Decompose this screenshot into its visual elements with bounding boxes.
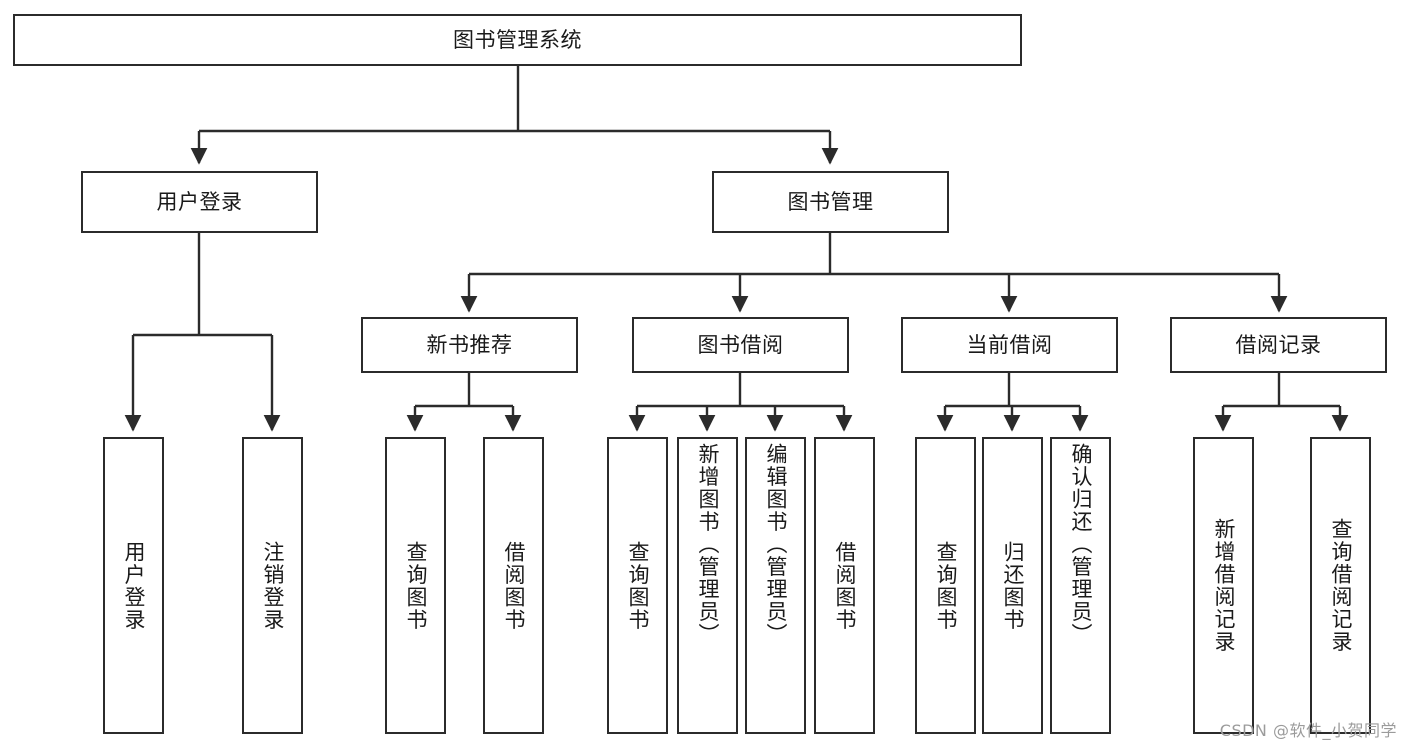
- node-label: 新增图书（管理员）: [696, 443, 720, 646]
- node-label: 图书管理: [787, 189, 874, 214]
- leaf-query-book-recommend[interactable]: 查询图书: [385, 437, 446, 734]
- leaf-edit-book-admin[interactable]: 编辑图书（管理员）: [745, 437, 806, 734]
- node-label: 查询借阅记录: [1329, 518, 1353, 653]
- leaf-query-borrow-record[interactable]: 查询借阅记录: [1310, 437, 1371, 734]
- leaf-confirm-return-admin[interactable]: 确认归还（管理员）: [1050, 437, 1111, 734]
- leaf-borrow-book-recommend[interactable]: 借阅图书: [483, 437, 544, 734]
- node-label: 借阅记录: [1235, 332, 1322, 357]
- node-label: 归还图书: [1001, 540, 1025, 631]
- leaf-query-book-current[interactable]: 查询图书: [915, 437, 976, 734]
- node-new-book-recommend[interactable]: 新书推荐: [361, 317, 578, 373]
- node-book-borrow[interactable]: 图书借阅: [632, 317, 849, 373]
- node-label: 借阅图书: [502, 540, 526, 631]
- node-label: 确认归还（管理员）: [1069, 443, 1093, 646]
- node-borrow-record[interactable]: 借阅记录: [1170, 317, 1387, 373]
- node-label: 查询图书: [626, 540, 650, 631]
- node-label: 注销登录: [261, 540, 285, 631]
- leaf-user-login[interactable]: 用户登录: [103, 437, 164, 734]
- node-root-system[interactable]: 图书管理系统: [13, 14, 1022, 66]
- node-current-borrow[interactable]: 当前借阅: [901, 317, 1118, 373]
- node-label: 用户登录: [156, 189, 243, 214]
- leaf-borrow-book[interactable]: 借阅图书: [814, 437, 875, 734]
- leaf-query-book-borrow[interactable]: 查询图书: [607, 437, 668, 734]
- node-user-login[interactable]: 用户登录: [81, 171, 318, 233]
- node-label: 图书管理系统: [453, 27, 582, 52]
- leaf-add-borrow-record[interactable]: 新增借阅记录: [1193, 437, 1254, 734]
- node-label: 新增借阅记录: [1212, 518, 1236, 653]
- leaf-add-book-admin[interactable]: 新增图书（管理员）: [677, 437, 738, 734]
- leaf-user-logout[interactable]: 注销登录: [242, 437, 303, 734]
- node-label: 图书借阅: [697, 332, 784, 357]
- node-label: 借阅图书: [833, 540, 857, 631]
- node-label: 编辑图书（管理员）: [764, 443, 788, 646]
- node-label: 查询图书: [934, 540, 958, 631]
- node-label: 新书推荐: [426, 332, 513, 357]
- node-label: 用户登录: [122, 540, 146, 631]
- node-label: 当前借阅: [966, 332, 1053, 357]
- node-label: 查询图书: [404, 540, 428, 631]
- leaf-return-book[interactable]: 归还图书: [982, 437, 1043, 734]
- node-book-management[interactable]: 图书管理: [712, 171, 949, 233]
